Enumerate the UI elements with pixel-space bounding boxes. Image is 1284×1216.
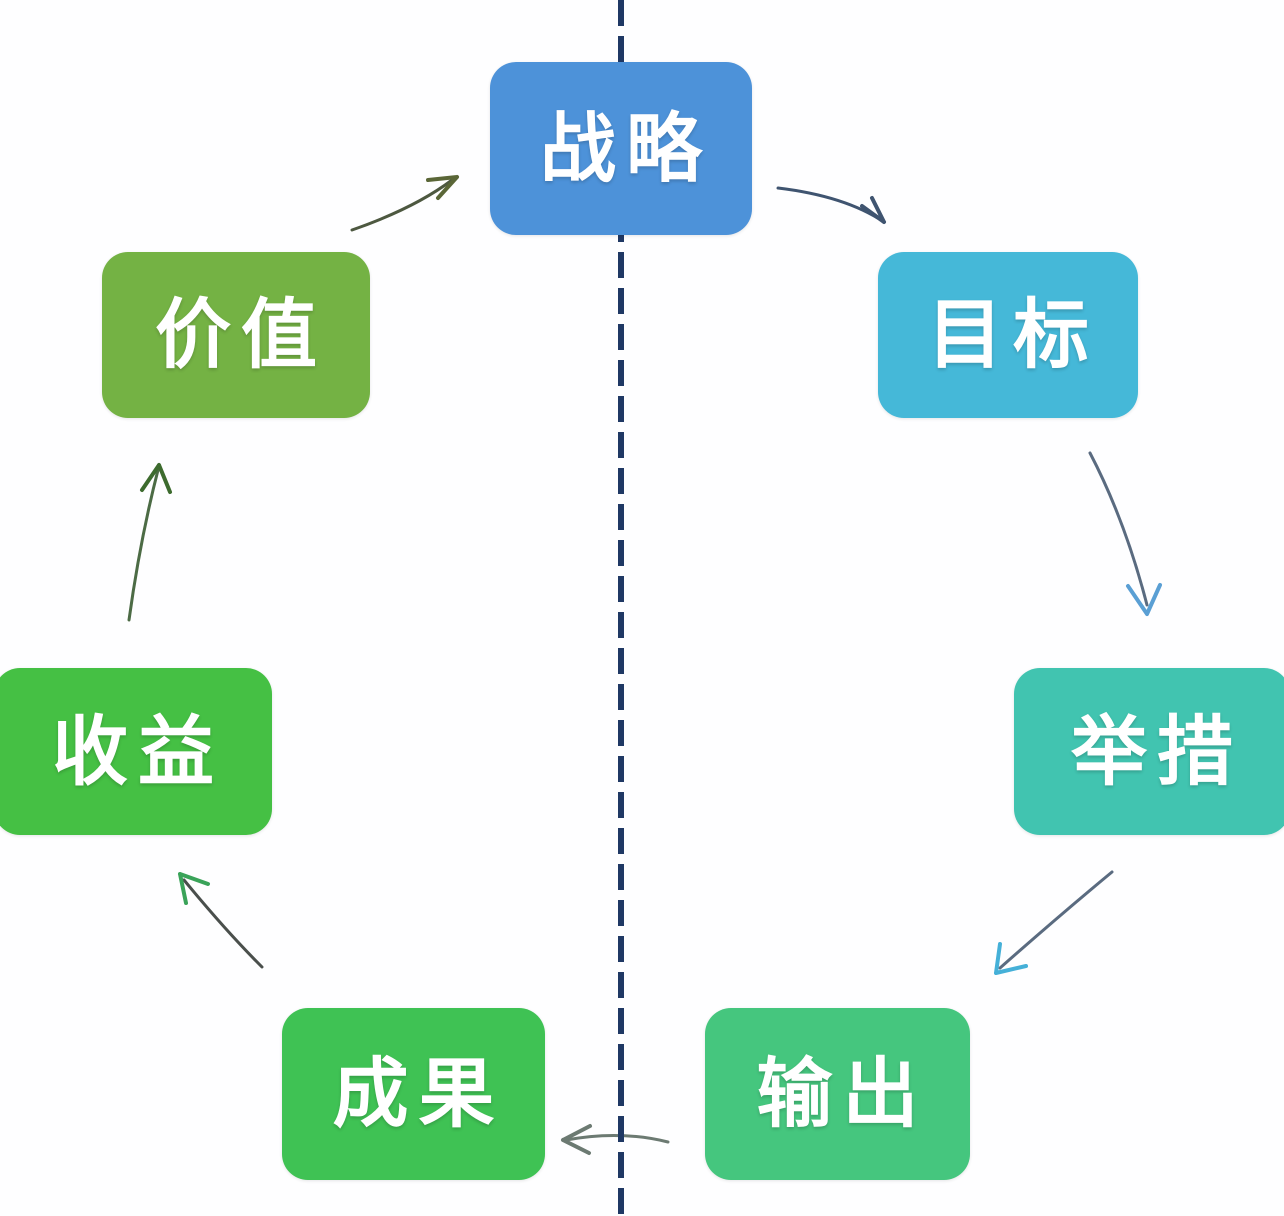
arrow-result-to-benefit <box>178 872 264 969</box>
arrow-head-value-to-strategy <box>426 175 459 200</box>
arrow-head-result-to-benefit <box>178 872 210 905</box>
arrow-shaft-value-to-strategy <box>350 178 454 232</box>
node-strategy[interactable]: 战略 <box>490 62 752 235</box>
node-label-output: 输出 <box>756 1049 929 1138</box>
arrow-initiative-to-output <box>994 870 1114 975</box>
node-label-goal: 目标 <box>927 290 1099 379</box>
arrow-strategy-to-goal <box>776 186 886 224</box>
arrow-shaft-initiative-to-output <box>998 870 1114 970</box>
arrow-head-strategy-to-goal <box>860 196 886 224</box>
node-output[interactable]: 输出 <box>705 1008 970 1180</box>
arrow-head-benefit-to-value <box>140 463 172 494</box>
arrow-head-output-to-result <box>561 1124 592 1155</box>
node-label-initiative: 举措 <box>1071 706 1243 796</box>
arrow-shaft-result-to-benefit <box>182 878 264 969</box>
arrow-goal-to-initiative <box>1088 451 1162 616</box>
arrow-value-to-strategy <box>350 175 459 232</box>
arrow-benefit-to-value <box>127 463 172 622</box>
node-value[interactable]: 价值 <box>102 252 370 418</box>
node-label-strategy: 战略 <box>540 103 712 193</box>
arrow-shaft-goal-to-initiative <box>1088 451 1149 607</box>
node-label-result: 成果 <box>332 1049 505 1138</box>
arrow-head-initiative-to-output <box>994 942 1028 975</box>
node-result[interactable]: 成果 <box>282 1008 545 1180</box>
node-goal[interactable]: 目标 <box>878 252 1138 418</box>
arrow-shaft-benefit-to-value <box>127 468 160 622</box>
node-label-value: 价值 <box>155 290 327 379</box>
arrow-head-goal-to-initiative <box>1126 583 1162 616</box>
node-label-benefit: 收益 <box>52 706 224 796</box>
node-benefit[interactable]: 收益 <box>0 668 272 835</box>
node-initiative[interactable]: 举措 <box>1014 668 1284 835</box>
